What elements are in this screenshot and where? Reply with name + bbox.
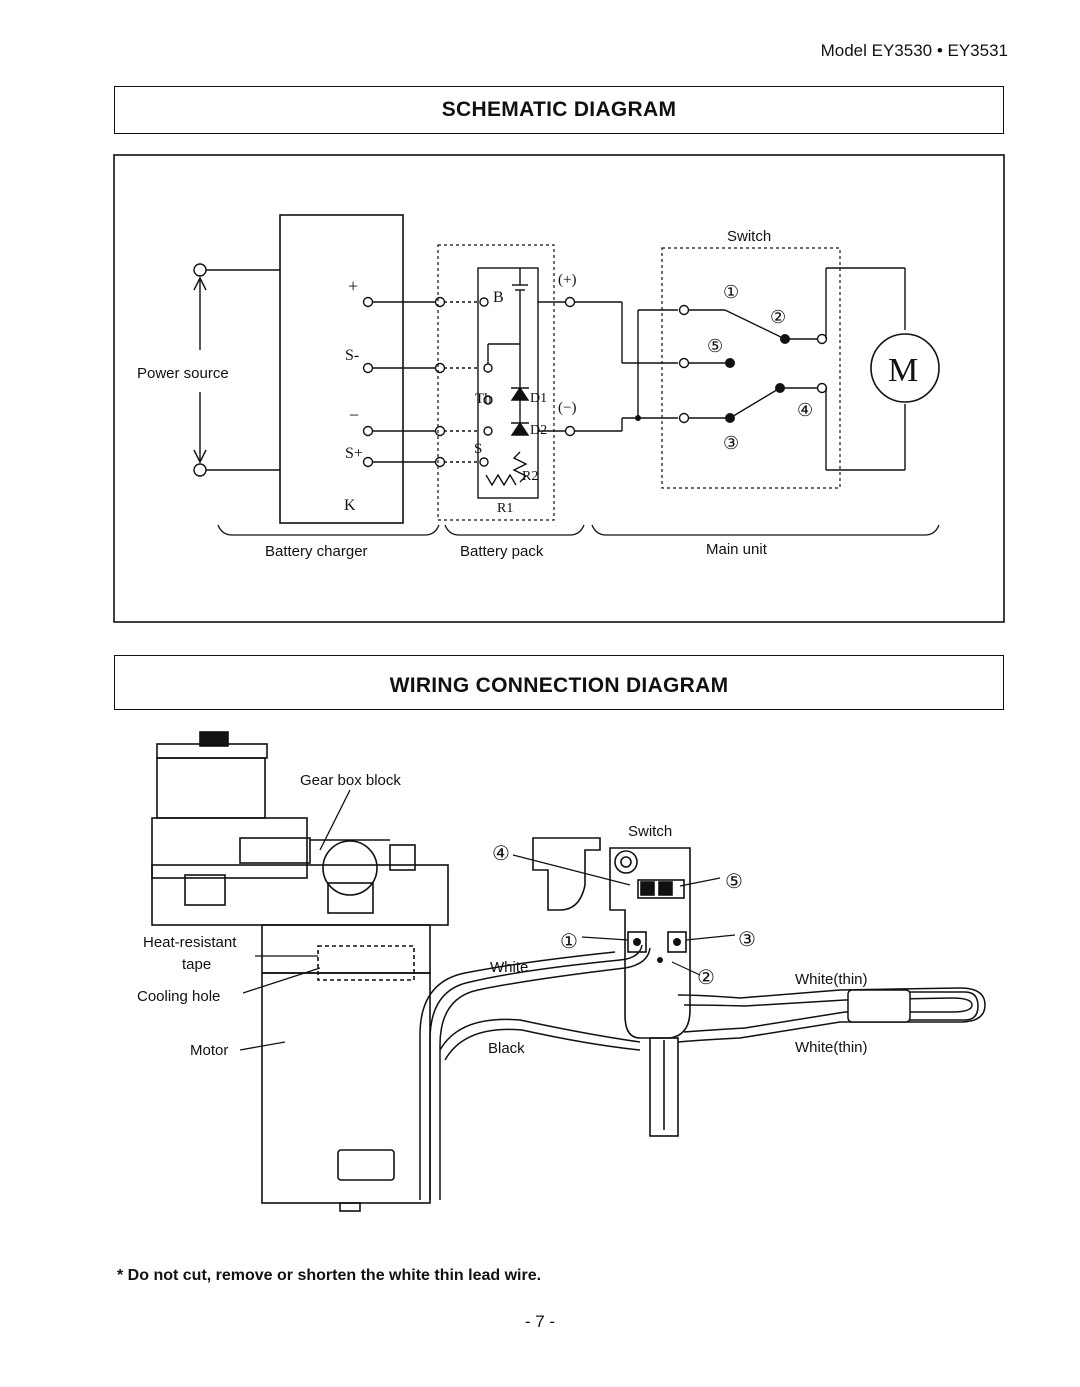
main-unit-label: Main unit bbox=[706, 541, 768, 558]
callout-5: ⑤ bbox=[725, 871, 743, 893]
callout-4: ④ bbox=[492, 843, 510, 865]
black-wire-label: Black bbox=[488, 1040, 525, 1057]
s-plus-terminal-label: S+ bbox=[345, 445, 363, 462]
switch-unit bbox=[532, 837, 691, 1137]
s-minus-terminal-label: S- bbox=[345, 347, 359, 364]
contact-4-label: ④ bbox=[797, 400, 813, 420]
schematic-title: SCHEMATIC DIAGRAM bbox=[114, 86, 1004, 134]
callout-3: ③ bbox=[738, 929, 756, 951]
cooling-hole-label: Cooling hole bbox=[137, 988, 220, 1005]
motor-label: Motor bbox=[190, 1042, 228, 1059]
pos-output-label: (+) bbox=[558, 272, 576, 288]
contact-2-label: ② bbox=[770, 307, 786, 327]
motor-symbol-label: M bbox=[888, 352, 918, 389]
battery-charger-label: Battery charger bbox=[265, 543, 368, 560]
gear-box-pointer bbox=[319, 789, 351, 851]
lead-wires bbox=[419, 944, 651, 1200]
minus-terminal-label: − bbox=[349, 405, 359, 425]
wiring-diagram: Gear box block Heat-resistant tape Cooli… bbox=[137, 731, 986, 1212]
switch-dots bbox=[725, 334, 790, 423]
cooling-hole-pointer bbox=[242, 967, 321, 994]
model-number: Model EY3530 • EY3531 bbox=[820, 41, 1008, 60]
contact-5-label: ⑤ bbox=[707, 336, 723, 356]
wiring-title: WIRING CONNECTION DIAGRAM bbox=[114, 655, 1004, 710]
motor-body bbox=[261, 924, 431, 1212]
contact-3-label: ③ bbox=[723, 433, 739, 453]
battery-pack-box bbox=[437, 244, 555, 521]
thin-white-wire bbox=[677, 987, 986, 1043]
section-braces bbox=[217, 524, 940, 536]
heat-tape-label-1: Heat-resistant bbox=[143, 934, 237, 951]
pack-outputs bbox=[538, 296, 678, 437]
power-source-label: Power source bbox=[137, 365, 229, 382]
r1-label: R1 bbox=[497, 501, 513, 516]
motor-pointer bbox=[239, 1041, 286, 1051]
plus-terminal-label: + bbox=[348, 276, 358, 296]
lead-wire-note: * Do not cut, remove or shorten the whit… bbox=[117, 1267, 542, 1284]
r2-label: R2 bbox=[522, 469, 538, 484]
callout-1: ① bbox=[560, 931, 578, 953]
white-wire-label: White bbox=[490, 959, 528, 976]
battery-charger-box bbox=[279, 214, 404, 524]
th-label: Th bbox=[475, 391, 492, 407]
callout-2: ② bbox=[697, 967, 715, 989]
gear-box-block bbox=[151, 731, 449, 926]
page-number: - 7 - bbox=[524, 1312, 556, 1331]
schematic-diagram: Power source K + S- − S+ bbox=[113, 154, 1005, 623]
callout-lines bbox=[512, 854, 736, 976]
switch-terminal-marks bbox=[633, 938, 681, 963]
neg-output-label: (−) bbox=[558, 400, 576, 416]
heat-tape-label-2: tape bbox=[182, 956, 211, 973]
motor-symbol bbox=[870, 333, 940, 403]
white-thin-label-1: White(thin) bbox=[795, 971, 868, 988]
b-label: B bbox=[493, 289, 504, 306]
d1-label: D1 bbox=[530, 391, 547, 406]
switch-box bbox=[661, 247, 841, 489]
gear-box-label: Gear box block bbox=[300, 772, 401, 789]
charger-id-label: K bbox=[344, 497, 356, 514]
s-label: S bbox=[474, 441, 482, 457]
contact-1-label: ① bbox=[723, 282, 739, 302]
power-source bbox=[193, 263, 280, 477]
white-thin-label-2: White(thin) bbox=[795, 1039, 868, 1056]
switch-unit-label: Switch bbox=[628, 823, 672, 840]
battery-pack-label: Battery pack bbox=[460, 543, 544, 560]
switch-contacts bbox=[678, 267, 906, 471]
diodes bbox=[510, 386, 530, 436]
battery-pack-circuit bbox=[444, 267, 539, 499]
switch-label: Switch bbox=[727, 228, 771, 245]
schematic-frame bbox=[113, 154, 1005, 623]
charger-terminals bbox=[362, 296, 446, 468]
